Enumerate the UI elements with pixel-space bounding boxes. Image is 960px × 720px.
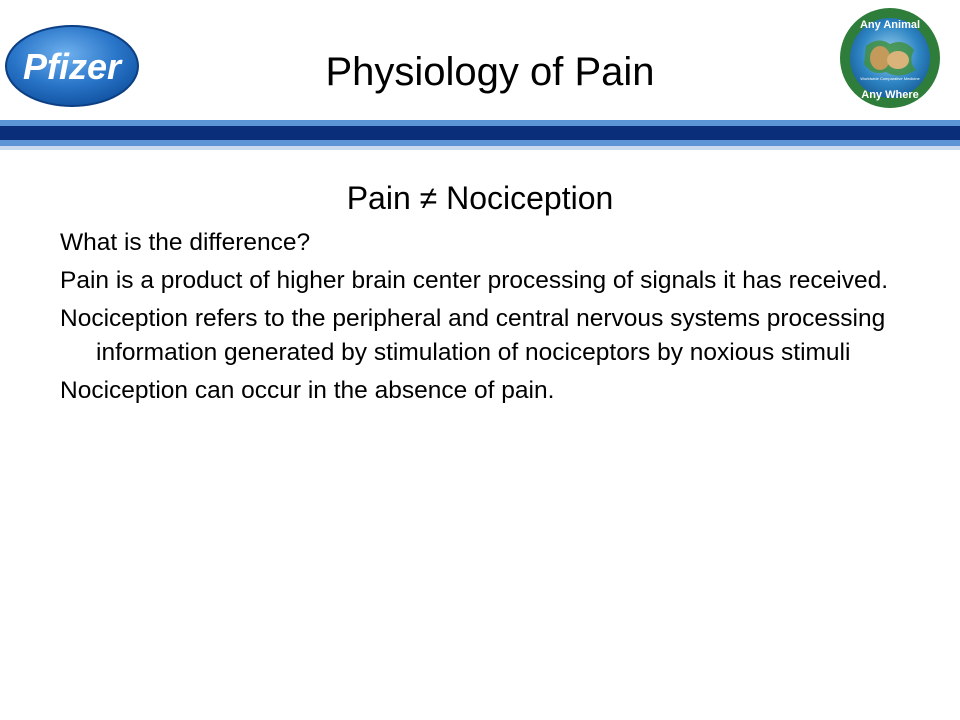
header-bar — [0, 120, 960, 152]
slide-subtitle: Pain ≠ Nociception — [346, 180, 614, 216]
any-animal-bottom-text: Any Where — [861, 89, 918, 101]
body-paragraph: Pain is a product of higher brain center… — [60, 267, 889, 294]
body-text-list: What is the difference? Pain is a produc… — [60, 226, 920, 412]
pfizer-logo-text: Pfizer — [23, 46, 123, 87]
any-animal-logo: Any Animal Any Where Worldwide Comparati… — [840, 8, 940, 108]
header-bar-light-stripe — [0, 120, 960, 126]
body-paragraph: Nociception can occur in the absence of … — [60, 377, 555, 404]
header-bar-pale-stripe — [0, 146, 960, 150]
pfizer-logo: Pfizer — [5, 25, 139, 107]
header-bar-dark-stripe — [0, 126, 960, 140]
slide-title: Physiology of Pain — [325, 50, 655, 94]
any-animal-inner-text: Worldwide Comparative Medicine — [860, 76, 920, 81]
any-animal-top-text: Any Animal — [860, 19, 920, 31]
body-paragraph: What is the difference? — [60, 229, 311, 256]
body-paragraph: Nociception refers to the peripheral and… — [60, 305, 886, 366]
header-bar-mid-stripe — [0, 140, 960, 146]
